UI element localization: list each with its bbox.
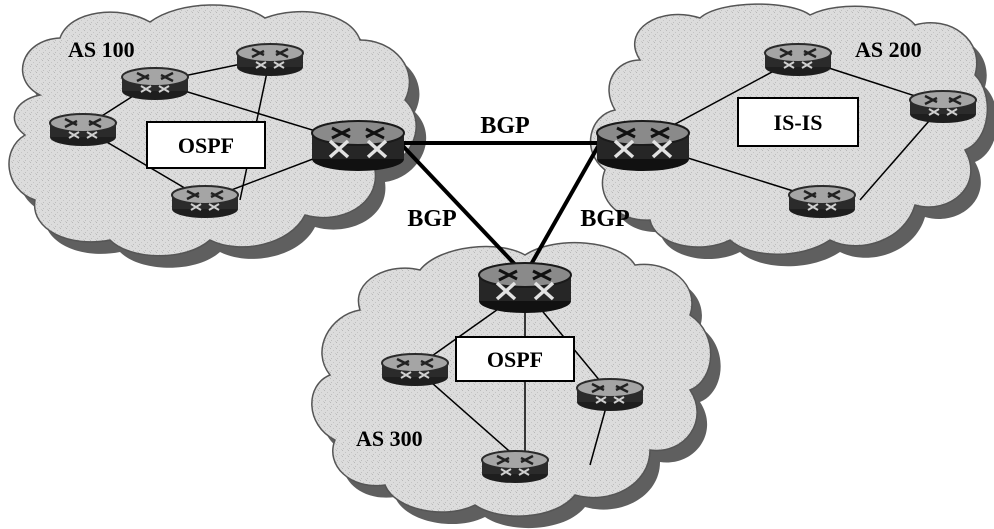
bgp-label-as100-as300: BGP — [407, 206, 456, 232]
as-label-200: AS 200 — [855, 37, 922, 62]
bgp-link-as100-as300 — [398, 141, 527, 277]
router-icon — [380, 352, 450, 388]
igp-box-as300: OSPF — [455, 336, 575, 382]
border-router-icon — [595, 119, 691, 173]
as-label-100: AS 100 — [68, 37, 135, 62]
router-icon — [575, 377, 645, 413]
as300-cloud — [311, 241, 721, 529]
router-icon — [235, 42, 305, 78]
router-icon — [480, 449, 550, 485]
router-icon — [787, 184, 857, 220]
igp-label-as300: OSPF — [487, 347, 543, 372]
bgp-label-as200-as300: BGP — [580, 206, 629, 232]
router-icon — [120, 66, 190, 102]
bgp-links — [398, 141, 602, 277]
router-icon — [48, 112, 118, 148]
bgp-link-as200-as300 — [523, 142, 602, 276]
border-router-icon — [477, 261, 573, 315]
as-label-300: AS 300 — [356, 426, 423, 451]
igp-label-as200: IS-IS — [774, 110, 823, 135]
router-icon — [908, 89, 978, 125]
igp-box-as100: OSPF — [146, 121, 266, 169]
bgp-label-as100-as200: BGP — [480, 113, 529, 139]
router-icon — [170, 184, 240, 220]
igp-box-as200: IS-IS — [737, 97, 859, 147]
router-icon — [763, 42, 833, 78]
igp-label-as100: OSPF — [178, 133, 234, 158]
border-router-icon — [310, 119, 406, 173]
